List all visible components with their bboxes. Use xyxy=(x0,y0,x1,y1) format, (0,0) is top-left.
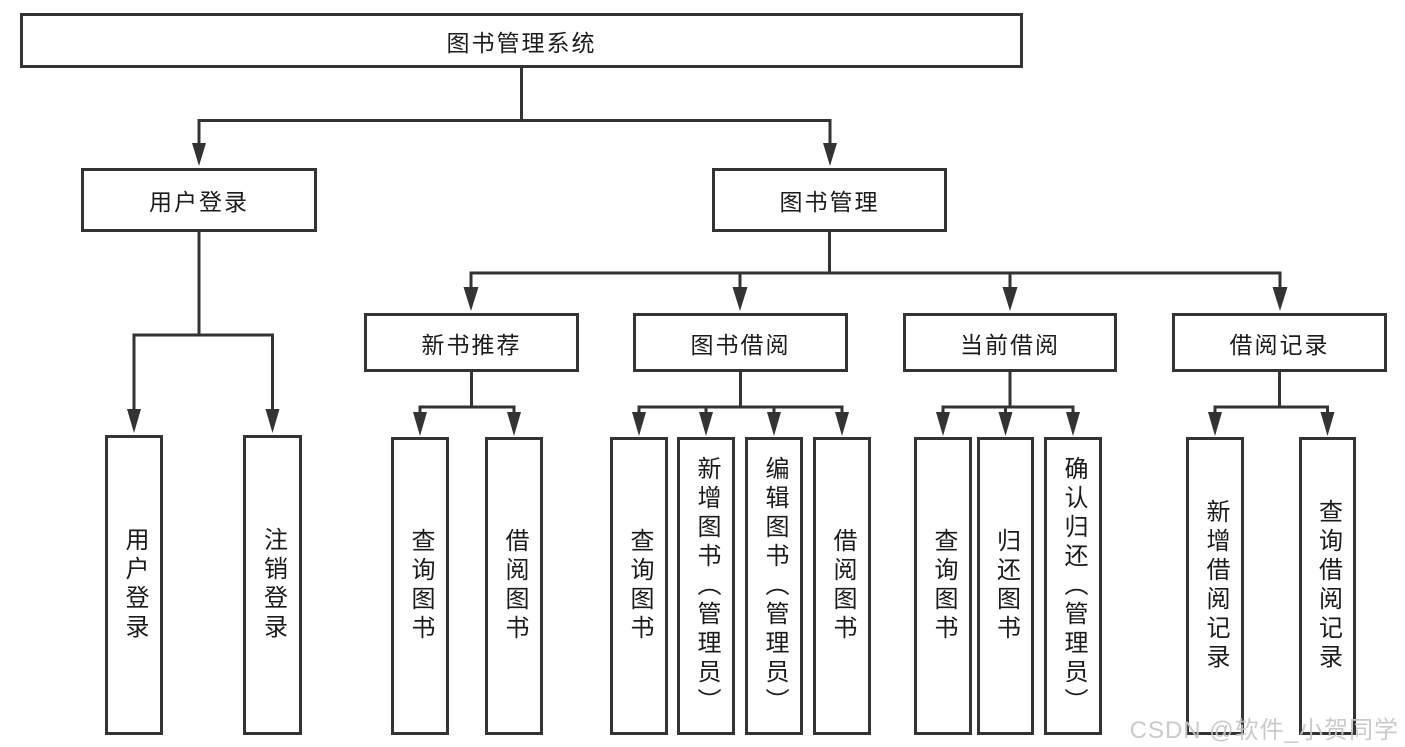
node-new-books-label: 新书推荐 xyxy=(421,331,522,358)
node-borrow-records: 借阅记录 xyxy=(1172,313,1387,372)
leaf-borrow-add-label: 新增图书（管理员） xyxy=(693,455,720,717)
leaf-newbooks-borrow: 借阅图书 xyxy=(485,437,543,735)
leaf-user-login: 用户登录 xyxy=(105,435,163,735)
leaf-logout-label: 注销登录 xyxy=(259,527,287,643)
node-root: 图书管理系统 xyxy=(20,13,1023,68)
csdn-watermark: CSDN @软件_小贺同学 xyxy=(1129,717,1399,744)
leaf-current-confirm: 确认归还（管理员） xyxy=(1044,437,1102,735)
leaf-current-return: 归还图书 xyxy=(977,437,1034,735)
leaf-newbooks-query: 查询图书 xyxy=(391,437,449,735)
leaf-current-query: 查询图书 xyxy=(914,437,972,735)
node-current-borrow: 当前借阅 xyxy=(903,313,1117,372)
leaf-records-add: 新增借阅记录 xyxy=(1186,437,1244,735)
node-borrow-records-label: 借阅记录 xyxy=(1229,331,1330,358)
leaf-current-return-label: 归还图书 xyxy=(992,528,1020,644)
node-book-mgmt: 图书管理 xyxy=(712,168,947,232)
node-book-borrow-label: 图书借阅 xyxy=(690,331,791,358)
leaf-borrow-edit: 编辑图书（管理员） xyxy=(745,437,803,735)
leaf-records-add-label: 新增借阅记录 xyxy=(1202,499,1229,673)
leaf-logout: 注销登录 xyxy=(243,435,302,735)
node-root-label: 图书管理系统 xyxy=(446,29,597,56)
leaf-borrow-add: 新增图书（管理员） xyxy=(677,437,735,735)
leaf-user-login-label: 用户登录 xyxy=(121,527,148,643)
node-book-mgmt-label: 图书管理 xyxy=(779,189,880,215)
leaf-records-query-label: 查询借阅记录 xyxy=(1314,499,1342,673)
leaf-newbooks-query-label: 查询图书 xyxy=(407,528,434,644)
node-current-borrow-label: 当前借阅 xyxy=(960,331,1060,358)
node-user-login-label: 用户登录 xyxy=(149,189,249,215)
node-new-books: 新书推荐 xyxy=(364,313,579,372)
leaf-current-query-label: 查询图书 xyxy=(930,528,957,644)
leaf-newbooks-borrow-label: 借阅图书 xyxy=(501,528,528,644)
leaf-borrow-query-label: 查询图书 xyxy=(626,528,653,644)
connector-paths xyxy=(132,68,1329,414)
arrowheads xyxy=(127,143,1335,436)
leaf-borrow-query: 查询图书 xyxy=(610,437,668,735)
leaf-borrow-borrow-label: 借阅图书 xyxy=(829,528,856,644)
node-book-borrow: 图书借阅 xyxy=(633,313,848,372)
leaf-borrow-edit-label: 编辑图书（管理员） xyxy=(761,455,788,717)
leaf-borrow-borrow: 借阅图书 xyxy=(813,437,871,735)
node-user-login: 用户登录 xyxy=(81,168,317,232)
leaf-records-query: 查询借阅记录 xyxy=(1299,437,1356,735)
leaf-current-confirm-label: 确认归还（管理员） xyxy=(1060,455,1087,717)
